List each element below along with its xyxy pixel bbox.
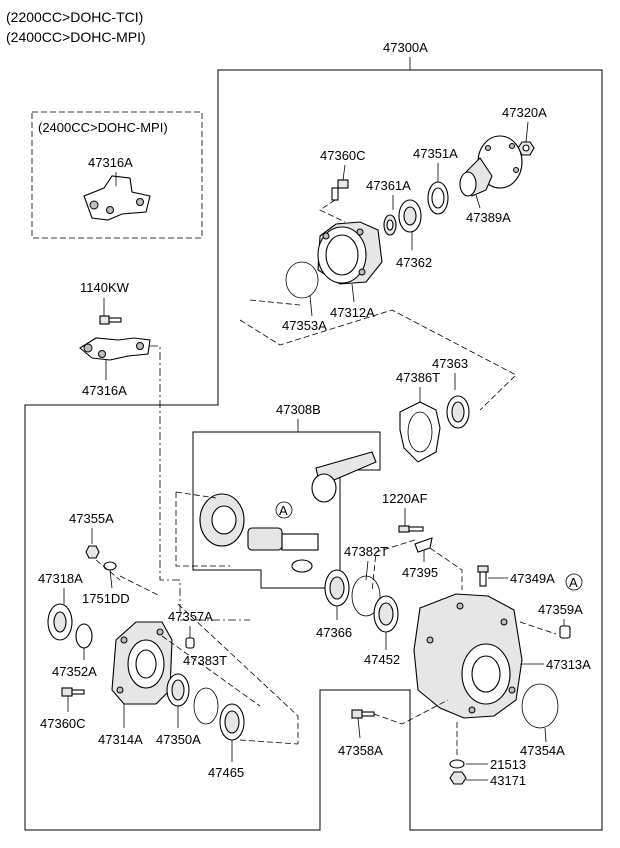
label-47308b: 47308B <box>276 402 321 417</box>
washer-1751dd <box>103 561 117 571</box>
label-47362: 47362 <box>396 255 432 270</box>
housing-47312a <box>317 221 383 285</box>
label-1220af: 1220AF <box>382 491 428 506</box>
bearing-47350a <box>166 673 190 707</box>
seal-47363 <box>446 395 470 429</box>
seal-47465 <box>219 703 245 741</box>
bolt-47360c-top <box>331 179 349 201</box>
ref-letter-a-case: A <box>569 575 578 590</box>
oring-47382t <box>351 575 381 617</box>
inset-box <box>31 111 203 239</box>
label-1140kw: 1140KW <box>80 280 130 295</box>
flange-47389a <box>459 135 523 197</box>
gasket-47386t <box>399 401 441 463</box>
seal-47361a <box>383 214 397 236</box>
seal-47318a <box>47 603 73 641</box>
inset-bracket-part <box>83 172 151 221</box>
label-47300a: 47300A <box>383 40 428 55</box>
label-47389a: 47389A <box>466 210 511 225</box>
bolt-1220af <box>398 525 424 533</box>
bolt-47360c-bottom <box>61 687 85 697</box>
bolt-47355a <box>85 545 100 559</box>
inset-title: (2400CC>DOHC-MPI) <box>38 120 168 135</box>
label-47312a: 47312A <box>330 305 375 320</box>
cover-47314a <box>111 621 173 705</box>
label-47363: 47363 <box>432 356 468 371</box>
label-47354a: 47354A <box>520 743 565 758</box>
bracket-47395 <box>414 537 433 553</box>
assembly-frame-47300a <box>24 69 603 831</box>
label-47360c-bottom: 47360C <box>40 716 86 731</box>
label-47314a: 47314A <box>98 732 143 747</box>
label-47361a: 47361A <box>366 178 411 193</box>
ref-marker-a-gear <box>275 501 293 519</box>
washer-21513 <box>449 759 465 769</box>
ref-marker-a-case <box>565 573 583 591</box>
bracket-47316a <box>79 337 151 361</box>
label-43171: 43171 <box>490 773 526 788</box>
label-47353a: 47353A <box>282 318 327 333</box>
transfer-case-47313a <box>413 593 523 719</box>
label-21513: 21513 <box>490 757 526 772</box>
ring-47352a <box>75 623 93 649</box>
label-47360c-top: 47360C <box>320 148 366 163</box>
label-47349a: 47349A <box>510 571 555 586</box>
label-47316a: 47316A <box>82 383 127 398</box>
label-47383t: 47383T <box>183 653 227 668</box>
label-47358a: 47358A <box>338 743 383 758</box>
label-47320a: 47320A <box>502 105 547 120</box>
label-47351a: 47351A <box>413 146 458 161</box>
bolt-1140kw <box>99 315 122 325</box>
label-47357a: 47357A <box>168 609 213 624</box>
bolt-47358a <box>351 709 375 719</box>
label-47359a: 47359A <box>538 602 583 617</box>
label-47366: 47366 <box>316 625 352 640</box>
seal-47452 <box>373 595 399 633</box>
label-47350a: 47350A <box>156 732 201 747</box>
output-shaft-part <box>247 527 319 573</box>
label-47452: 47452 <box>364 652 400 667</box>
breather-47349a <box>477 565 489 587</box>
label-47318a: 47318A <box>38 571 83 586</box>
bearing-47351a <box>427 181 449 215</box>
label-47355a: 47355A <box>69 511 114 526</box>
pinion-shaft-part <box>311 451 377 503</box>
label-47313a: 47313A <box>546 657 591 672</box>
label-47465: 47465 <box>208 765 244 780</box>
ring-gear-part <box>199 493 245 547</box>
label-47352a: 47352A <box>52 664 97 679</box>
label-47395: 47395 <box>402 565 438 580</box>
header-engine-tci: (2200CC>DOHC-TCI) <box>6 9 143 25</box>
seal-47366 <box>324 569 350 607</box>
ref-letter-a-gear: A <box>279 503 288 518</box>
pin-47359a <box>559 625 571 639</box>
header-engine-mpi: (2400CC>DOHC-MPI) <box>6 29 146 45</box>
bearing-47362 <box>398 199 422 233</box>
plug-43171 <box>449 771 467 785</box>
label-47386t: 47386T <box>396 370 440 385</box>
oring-47354a <box>521 683 559 729</box>
pin-47357a <box>185 637 195 649</box>
label-1751dd: 1751DD <box>82 591 130 606</box>
label-47316a-inset: 47316A <box>88 155 133 170</box>
nut-47320a <box>517 141 535 156</box>
oring-47353a <box>285 261 319 299</box>
label-47382t: 47382T <box>344 544 388 559</box>
ring-47383t <box>193 687 219 725</box>
